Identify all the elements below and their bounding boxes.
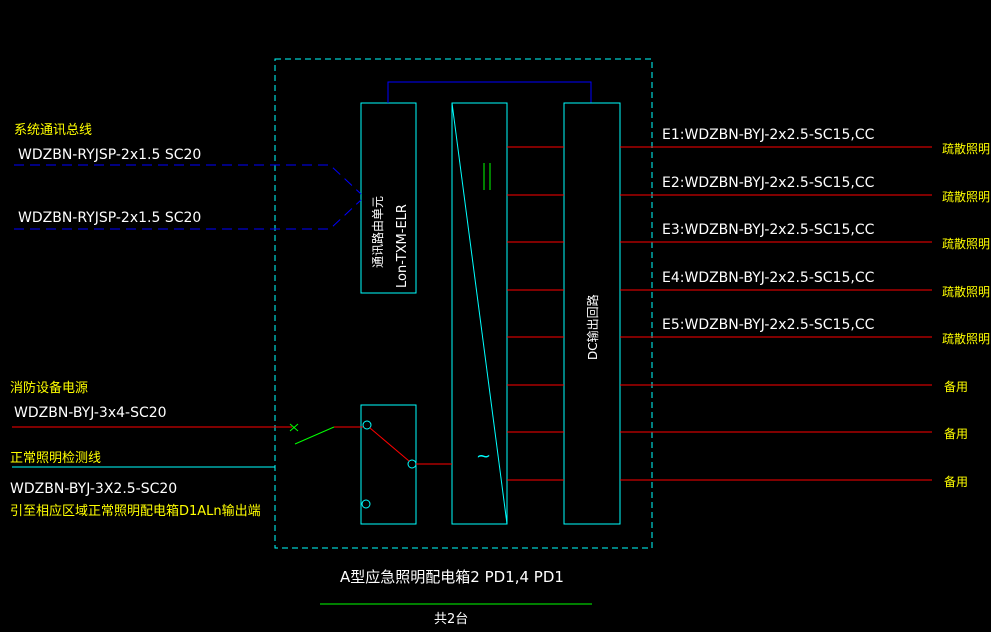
normal-detect-title: 正常照明检测线 xyxy=(10,451,101,466)
breaker-x-icon xyxy=(289,423,299,432)
dc-symbol-icon xyxy=(483,163,491,190)
output-use-label: 疏散照明 xyxy=(942,236,990,251)
comm-router-model: Lon-TXM-ELR xyxy=(395,204,410,288)
switch-blade xyxy=(369,427,410,462)
converter-diagonal xyxy=(451,102,508,525)
output-use-label: 疏散照明 xyxy=(942,189,990,204)
normal-detect-cable: WDZBN-BYJ-3X2.5-SC20 xyxy=(10,481,177,497)
output-use-label: 备用 xyxy=(944,475,968,489)
comm-bus-line-2 xyxy=(14,199,362,230)
comm-router-labels: 通讯路由单元 Lon-TXM-ELR xyxy=(370,196,410,288)
comm-cable-2: WDZBN-RYJSP-2x1.5 SC20 xyxy=(18,210,201,226)
comm-bus-line-1 xyxy=(14,164,362,195)
ac-symbol-icon: ~ xyxy=(476,446,491,467)
normal-detect-note: 引至相应区域正常照明配电箱D1ALn输出端 xyxy=(10,503,261,519)
dc-output-module xyxy=(563,102,621,525)
output-cable-label: E4:WDZBN-BYJ-2x2.5-SC15,CC xyxy=(662,270,875,286)
fire-power-cable: WDZBN-BYJ-3x4-SC20 xyxy=(14,405,167,421)
output-use-label: 疏散照明 xyxy=(942,284,990,299)
output-cable-label: E1:WDZBN-BYJ-2x2.5-SC15,CC xyxy=(662,127,875,143)
switch-contact-bottom xyxy=(361,499,371,509)
output-use-label: 备用 xyxy=(944,380,968,394)
comm-cable-1: WDZBN-RYJSP-2x1.5 SC20 xyxy=(18,147,201,163)
distribution-box-frame xyxy=(274,58,653,549)
converter-module xyxy=(451,102,508,525)
output-use-label: 疏散照明 xyxy=(942,141,990,156)
breaker-blade xyxy=(294,426,335,445)
output-use-label: 备用 xyxy=(944,427,968,441)
switch-contact-top xyxy=(362,420,372,430)
fire-power-title: 消防设备电源 xyxy=(10,380,88,396)
box-title: A型应急照明配电箱2 PD1,4 PD1 xyxy=(340,568,564,586)
output-cable-label: E3:WDZBN-BYJ-2x2.5-SC15,CC xyxy=(662,222,875,238)
dc-output-label: DC输出回路 xyxy=(585,294,600,360)
output-cable-label: E5:WDZBN-BYJ-2x2.5-SC15,CC xyxy=(662,317,875,333)
output-circuits: E1:WDZBN-BYJ-2x2.5-SC15,CC 疏散照明 E2:WDZBN-B… xyxy=(620,127,990,489)
comm-bus-link xyxy=(387,81,592,103)
internal-links xyxy=(507,146,564,481)
output-cable-label: E2:WDZBN-BYJ-2x2.5-SC15,CC xyxy=(662,175,875,191)
comm-router-name: 通讯路由单元 xyxy=(370,196,385,268)
switch-contact-out xyxy=(407,459,417,469)
comm-bus-title: 系统通讯总线 xyxy=(14,123,92,138)
output-use-label: 疏散照明 xyxy=(942,331,990,346)
quantity-label: 共2台 xyxy=(434,612,468,627)
